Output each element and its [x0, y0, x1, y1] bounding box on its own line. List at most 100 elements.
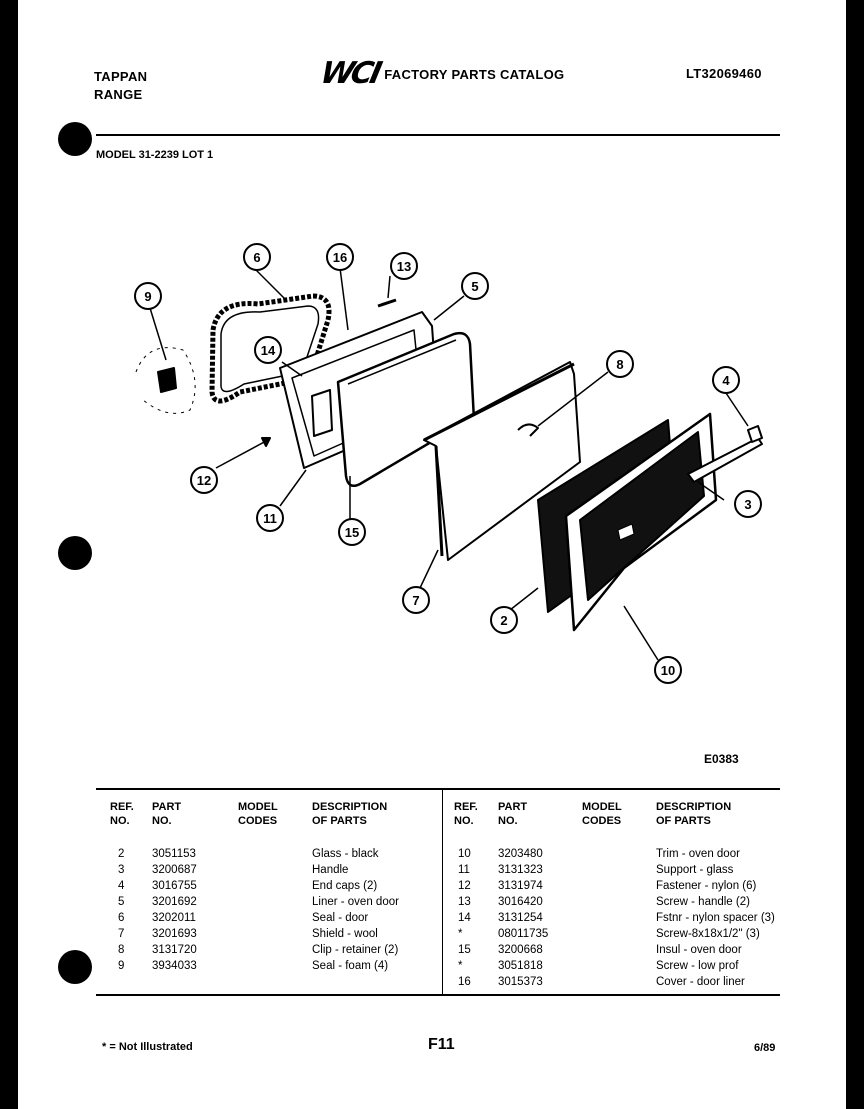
svg-text:10: 10 [661, 663, 675, 678]
part-no: 3131974 [498, 880, 543, 892]
part-description: Fstnr - nylon spacer (3) [656, 912, 775, 924]
brand-block: TAPPAN RANGE [94, 68, 147, 104]
callout-4: 4 [712, 366, 740, 394]
catalog-page: TAPPAN RANGE WCI FACTORY PARTS CATALOG L… [18, 0, 846, 1109]
callout-11: 11 [256, 504, 284, 532]
part-no: 3201692 [152, 896, 197, 908]
ref-no: 3 [118, 864, 125, 876]
part-description: Screw - handle (2) [656, 896, 750, 908]
catalog-title: FACTORY PARTS CATALOG [384, 66, 565, 82]
ref-no: 7 [118, 928, 125, 940]
part-no: 3934033 [152, 960, 197, 972]
part-description: Cover - door liner [656, 976, 745, 988]
col-part-right: PART NO. [498, 801, 528, 827]
part-no: 3015373 [498, 976, 543, 988]
part-foam-seal [157, 367, 177, 393]
svg-text:4: 4 [722, 373, 730, 388]
ref-no: 10 [458, 848, 471, 860]
part-description: Fastener - nylon (6) [656, 880, 757, 892]
part-door-seal [209, 293, 332, 404]
part-handle [687, 437, 763, 483]
col-desc-right: DESCRIPTION OF PARTS [656, 801, 732, 827]
part-description: Shield - wool [312, 928, 378, 940]
col-ref-left: REF. NO. [110, 801, 134, 827]
part-no: 3131720 [152, 944, 197, 956]
callout-5: 5 [461, 272, 489, 300]
binder-hole-middle [58, 536, 92, 570]
ref-no: 5 [118, 896, 125, 908]
part-description: Seal - foam (4) [312, 960, 389, 972]
ref-no: 4 [118, 880, 125, 892]
part-no: 3131254 [498, 912, 543, 924]
ref-no: 14 [458, 912, 471, 924]
header-rule [96, 134, 780, 136]
part-no: 3203480 [498, 848, 543, 860]
part-description: Support - glass [656, 864, 734, 876]
document-id: LT32069460 [686, 66, 762, 81]
col-ref-right: REF. NO. [454, 801, 478, 827]
binder-hole-bottom [58, 950, 92, 984]
model-line: MODEL 31-2239 LOT 1 [96, 149, 214, 161]
col-desc-left: DESCRIPTION OF PARTS [312, 801, 388, 827]
svg-text:8: 8 [616, 357, 623, 372]
svg-text:2: 2 [500, 613, 507, 628]
part-no: 3016420 [498, 896, 543, 908]
callout-8: 8 [606, 350, 634, 378]
callout-14: 14 [254, 336, 282, 364]
svg-text:11: 11 [263, 511, 277, 526]
part-no: 3202011 [152, 912, 196, 924]
catalog-header: WCI FACTORY PARTS CATALOG [317, 56, 565, 91]
svg-text:3: 3 [744, 497, 751, 512]
brand-line-2: RANGE [94, 87, 143, 102]
ref-no: 13 [458, 896, 471, 908]
part-description: Clip - retainer (2) [312, 944, 399, 956]
table-bottom-rule [96, 994, 780, 996]
brand-line-1: TAPPAN [94, 69, 148, 84]
diagram-code: E0383 [704, 752, 739, 766]
callout-16: 16 [326, 243, 354, 271]
ref-no: 2 [118, 848, 125, 860]
col-part-left: PART NO. [152, 801, 182, 827]
part-no: 3201693 [152, 928, 197, 940]
part-description: Seal - door [312, 912, 369, 924]
part-description: Insul - oven door [656, 944, 742, 956]
callout-15: 15 [338, 518, 366, 546]
svg-text:13: 13 [397, 259, 411, 274]
ref-no: 8 [118, 944, 125, 956]
callout-10: 10 [654, 656, 682, 684]
col-model-left: MODEL CODES [238, 801, 278, 827]
part-no: 3200668 [498, 944, 543, 956]
callout-6: 6 [243, 243, 271, 271]
footnote: * = Not Illustrated [102, 1041, 193, 1053]
part-description: Liner - oven door [312, 896, 399, 908]
part-end-cap [747, 425, 763, 443]
callout-13: 13 [390, 252, 418, 280]
print-date: 6/89 [754, 1042, 776, 1054]
callout-7: 7 [402, 586, 430, 614]
part-no: 08011735 [498, 928, 549, 940]
callout-group: 6 16 13 5 9 14 8 4 12 11 15 3 7 2 10 [134, 243, 762, 684]
part-no: 3016755 [152, 880, 197, 892]
ref-no: 16 [458, 976, 471, 988]
callout-12: 12 [190, 466, 218, 494]
part-no: 3131323 [498, 864, 543, 876]
part-no: 3051153 [152, 848, 196, 860]
ref-no: 12 [458, 880, 471, 892]
part-description: End caps (2) [312, 880, 378, 892]
part-description: Handle [312, 864, 349, 876]
ref-no: * [458, 960, 463, 972]
part-no: 3051818 [498, 960, 543, 972]
svg-text:12: 12 [197, 473, 211, 488]
part-description: Screw-8x18x1/2" (3) [656, 928, 760, 940]
callout-9: 9 [134, 282, 162, 310]
col-model-right: MODEL CODES [582, 801, 622, 827]
callout-2: 2 [490, 606, 518, 634]
part-description: Trim - oven door [656, 848, 740, 860]
table-top-rule [96, 788, 780, 790]
binder-hole-top [58, 122, 92, 156]
svg-text:15: 15 [345, 525, 359, 540]
part-description: Glass - black [312, 848, 379, 860]
part-screw-handle [377, 298, 397, 308]
svg-text:16: 16 [333, 250, 347, 265]
svg-text:5: 5 [471, 279, 478, 294]
